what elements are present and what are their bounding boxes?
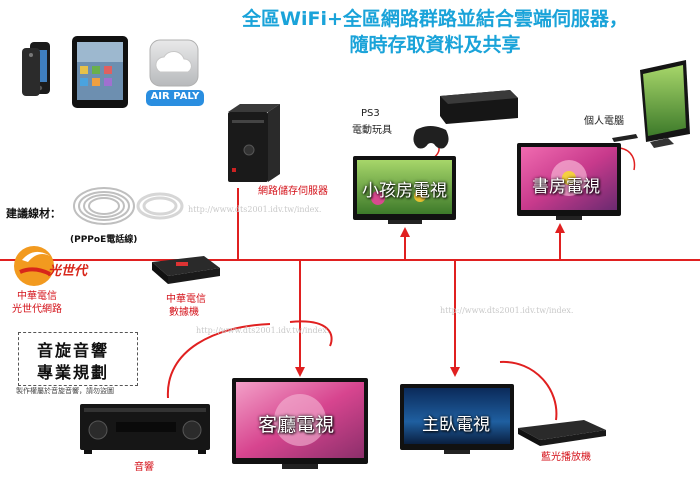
flat-cable-icon [136,192,184,220]
kids-tv-icon [353,156,456,224]
page-title-line2: 隨時存取資料及共享 [349,34,521,56]
watermark-url-2: http://www.dts2001.idv.tw/index. [196,326,330,335]
airplay-badge [146,90,204,106]
living-tv-label: 客廳電視 [258,414,335,436]
bluray-player-icon [518,420,606,446]
ipad-icon [72,36,128,108]
planning-line1: 音旋音響 [37,341,110,360]
isp-label-line1: 中華電信 [17,291,57,302]
pppoe-label: (PPPoE電話線) [70,235,138,245]
audio-receiver-icon [80,404,210,454]
cable-heading: 建議線材： [6,207,61,220]
airplay-label: AIR PALY [150,91,200,102]
nas-label: 網路儲存伺服器 [258,186,328,197]
pc-label: 個人電腦 [584,116,624,127]
isp-logo-icon [14,246,54,286]
modem-label-line1: 中華電信 [166,294,206,305]
nas-icon [228,104,280,182]
ps3-label-line1: PS3 [361,108,380,119]
living-tv-icon [232,378,368,469]
planning-box: 音旋音響 專業規劃 [18,332,138,386]
ps3-controller-icon [413,126,449,149]
icloud-icon [149,39,199,87]
kids-tv-label: 小孩房電視 [362,181,447,201]
master-tv-label: 主臥電視 [422,415,490,435]
audio-link [166,323,271,399]
isp-logo-text: 光世代 [48,264,88,279]
modem-icon [152,256,220,284]
bluray-label: 藍光播放機 [541,452,591,463]
page-title-line1: 全區WiFi+全區網路群路並結合雲端伺服器， [242,8,628,30]
isp-label-line2: 光世代網路 [12,304,62,315]
audio-link-2 [289,320,333,347]
pc-icon [612,60,690,148]
ps3-label-line2: 電動玩具 [352,125,392,136]
modem-label-line2: 數據機 [169,307,199,318]
pc-link [619,147,636,171]
study-tv-label: 書房電視 [532,177,600,197]
watermark-url-3: http://www.dts2001.idv.tw/index. [440,306,574,315]
planning-line2: 專業規劃 [37,363,110,382]
iphone-back-icon [22,48,40,96]
watermark-url-1: http://www.dts2001.idv.tw/index. [188,205,322,214]
ps3-icon [440,90,518,124]
planning-note: 製作權屬於音旋音響，請勿盜圖 [16,387,114,395]
audio-label: 音響 [134,462,154,473]
master-tv-icon [400,384,514,454]
cable-coil-icon [73,187,135,225]
study-tv-icon [517,143,621,220]
bluray-link [499,360,558,421]
